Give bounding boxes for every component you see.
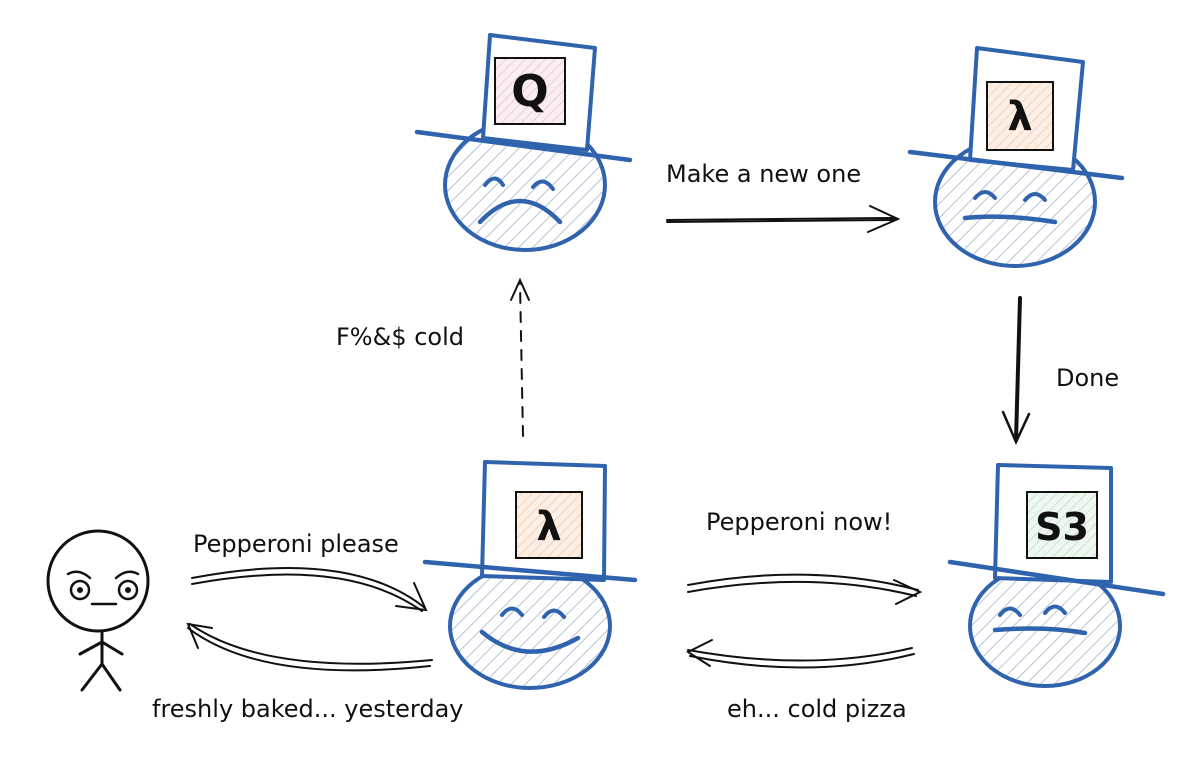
right-eye xyxy=(531,179,555,191)
badge xyxy=(1026,491,1098,559)
arrow-cold-pizza xyxy=(685,639,915,669)
mouth-smile xyxy=(479,629,581,654)
label-pepperoni-please: Pepperoni please xyxy=(193,530,399,558)
arrow-pepperoni-please xyxy=(191,567,428,612)
user-leg-right xyxy=(100,662,122,692)
arrow-make-new xyxy=(666,205,901,233)
stick-figure-user xyxy=(46,529,150,692)
label-freshly-baked: freshly baked... yesterday xyxy=(152,695,464,723)
label-make-new: Make a new one xyxy=(666,160,861,188)
right-eye xyxy=(542,608,566,619)
user-arm-left xyxy=(78,640,104,656)
left-eye xyxy=(483,176,505,187)
arrow-freshly-baked xyxy=(186,622,433,672)
badge-label: Q xyxy=(511,66,548,117)
node-new-lambda: λ xyxy=(907,46,1125,268)
label-cold-pizza: eh... cold pizza xyxy=(727,695,907,723)
right-eye xyxy=(1023,192,1047,202)
hat-brim xyxy=(907,149,1125,181)
right-eye xyxy=(1043,604,1067,615)
label-done: Done xyxy=(1056,364,1119,392)
user-face xyxy=(66,570,140,606)
arrow-pepperoni-now xyxy=(687,573,923,605)
arrow-done xyxy=(1001,296,1031,446)
badge xyxy=(494,57,566,125)
badge-label: λ xyxy=(1007,94,1032,140)
head xyxy=(448,562,612,690)
node-lambda: λ xyxy=(422,460,638,690)
user-head xyxy=(46,529,150,633)
badge xyxy=(515,491,583,559)
badge-label: S3 xyxy=(1035,505,1089,549)
badge xyxy=(986,81,1054,151)
left-eye xyxy=(998,606,1022,617)
label-pepperoni-now: Pepperoni now! xyxy=(706,508,892,536)
left-eye xyxy=(500,606,524,617)
user-arm-right xyxy=(100,640,124,656)
arrow-cold xyxy=(510,277,530,437)
node-s3: S3 xyxy=(947,463,1166,688)
mouth-flat xyxy=(962,214,1058,225)
user-leg-left xyxy=(80,662,104,692)
hat-brim xyxy=(422,559,638,583)
node-query: Q xyxy=(414,33,633,252)
label-cold: F%&$ cold xyxy=(336,323,464,351)
hat-brim xyxy=(947,559,1166,597)
mouth-frown xyxy=(477,198,563,225)
left-eye xyxy=(973,190,997,200)
mouth-flat xyxy=(992,626,1088,636)
badge-label: λ xyxy=(536,504,561,550)
hat-brim xyxy=(414,129,633,163)
